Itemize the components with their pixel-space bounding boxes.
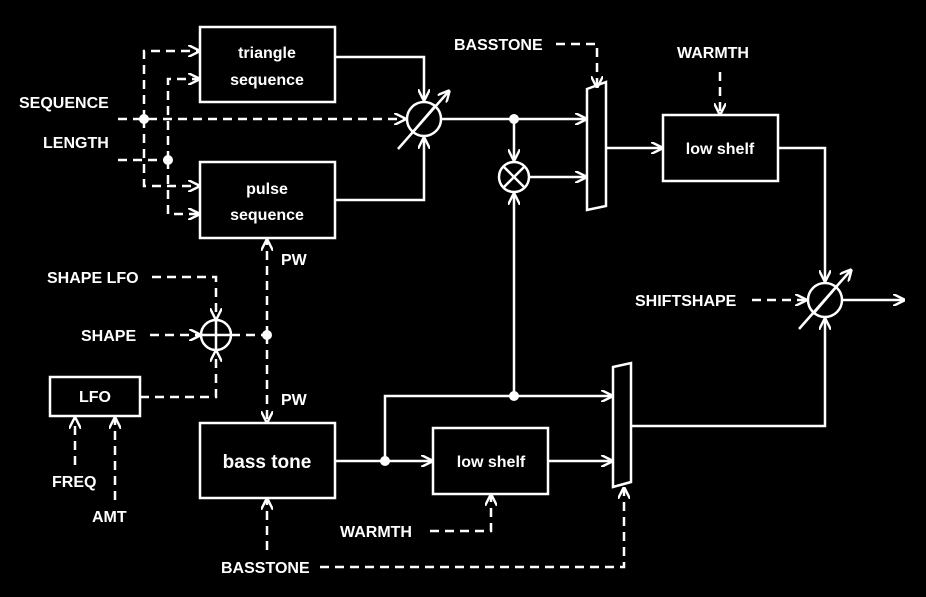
- triangle-sequence-block: triangle sequence: [198, 25, 337, 104]
- warmth-bottom-label: WARMTH: [340, 524, 412, 541]
- mux-top: [585, 80, 608, 212]
- triangle-label-line2: sequence: [230, 72, 304, 89]
- low-shelf-top-block: low shelf: [661, 113, 780, 183]
- shape-input-label: SHAPE: [81, 328, 136, 345]
- warmth-top-label: WARMTH: [677, 45, 749, 62]
- shape-lfo-input-label: SHAPE LFO: [47, 270, 139, 287]
- pw-lower-label: PW: [281, 392, 308, 409]
- freq-input-label: FREQ: [52, 474, 96, 491]
- lfo-block: LFO: [48, 375, 142, 418]
- shiftshape-input-label: SHIFTSHAPE: [635, 293, 737, 310]
- pulse-sequence-block: pulse sequence: [198, 160, 337, 240]
- pulse-label-line1: pulse: [246, 181, 288, 198]
- length-input-label: LENGTH: [43, 135, 109, 152]
- pw-upper-label: PW: [281, 252, 308, 269]
- lfo-label: LFO: [79, 389, 111, 406]
- amt-input-label: AMT: [92, 509, 127, 526]
- basstone-bottom-label: BASSTONE: [221, 560, 310, 577]
- summer-symbol: [199, 318, 233, 352]
- low-shelf-bottom-label: low shelf: [457, 454, 526, 471]
- basstone-top-label: BASSTONE: [454, 37, 543, 54]
- signal-wires: [335, 55, 904, 461]
- bass-tone-label: bass tone: [223, 452, 312, 473]
- triangle-label-line1: triangle: [238, 45, 296, 62]
- multiplier-symbol: [497, 160, 531, 194]
- junction-dots: [139, 114, 519, 466]
- bass-tone-block: bass tone: [198, 421, 337, 500]
- mux-bottom: [611, 361, 633, 489]
- pulse-label-line2: sequence: [230, 207, 304, 224]
- low-shelf-top-label: low shelf: [686, 141, 755, 158]
- low-shelf-bottom-block: low shelf: [431, 426, 550, 496]
- sequence-input-label: SEQUENCE: [19, 95, 109, 112]
- control-wires: [75, 42, 806, 569]
